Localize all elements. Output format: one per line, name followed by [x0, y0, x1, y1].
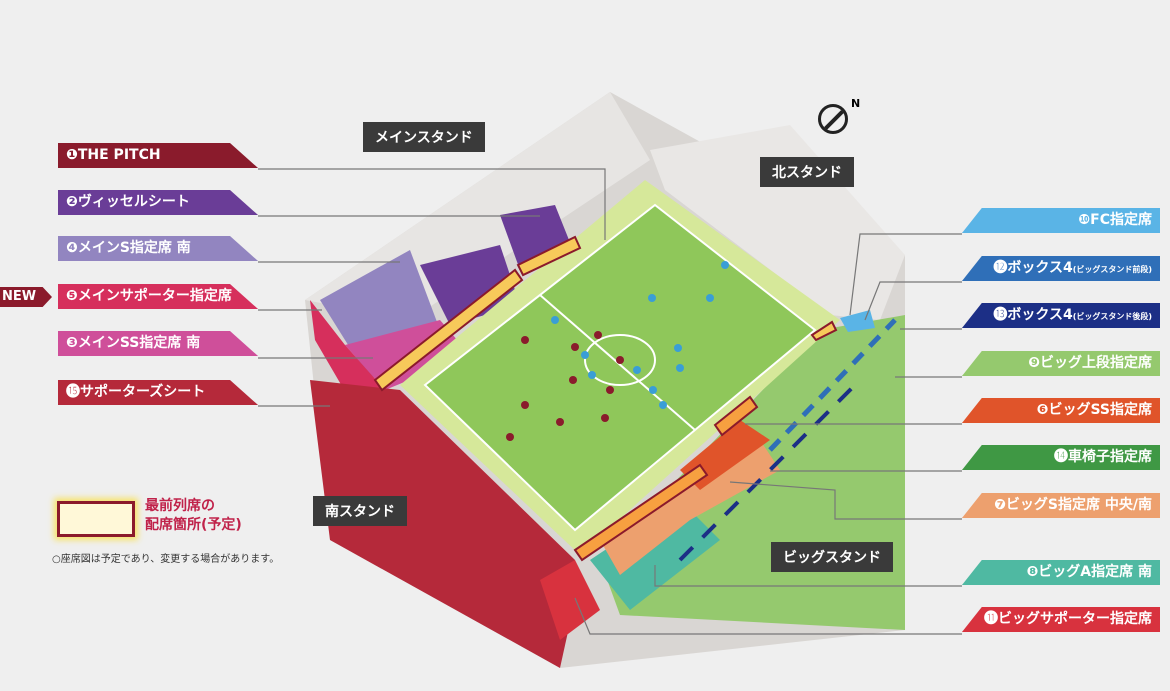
section-big-s: [600, 440, 780, 575]
front-row-highlight: [810, 320, 838, 342]
front-row-highlight: [573, 463, 709, 562]
compass-icon: N: [818, 97, 860, 134]
section-main-supporter: [310, 300, 385, 400]
legend-label-main-s-south: ❹メインS指定席 南: [58, 236, 258, 261]
compass-north-label: N: [851, 97, 861, 110]
stand-label-south: 南スタンド: [313, 496, 407, 526]
legend-label-vissel-seat: ❷ヴィッセルシート: [58, 190, 258, 215]
leader-lines: [258, 168, 962, 635]
stand-label-main: メインスタンド: [363, 122, 485, 152]
section-big-a-south: [590, 500, 720, 610]
south-stand: [310, 380, 575, 668]
section-big-supporter: [540, 560, 600, 640]
stand-label-big: ビッグスタンド: [771, 542, 893, 572]
box4-front: [768, 318, 897, 452]
north-stand: [650, 125, 905, 320]
legend-label-big-ss: ❻ビッグSS指定席: [962, 398, 1160, 423]
legend-label-box4-back: ⓭ボックス4(ビッグスタンド後段): [962, 303, 1160, 328]
legend-label-big-supporter: ⓫ビッグサポーター指定席: [962, 607, 1160, 632]
legend-label-the-pitch: ❶THE PITCH: [58, 143, 258, 168]
legend-label-fc: ❿FC指定席: [962, 208, 1160, 233]
stand-label-north: 北スタンド: [760, 157, 854, 187]
legend-label-main-ss-south: ❸メインSS指定席 南: [58, 331, 258, 356]
legend-label-wheelchair: ⓮車椅子指定席: [962, 445, 1160, 470]
front-row-highlight: [373, 268, 524, 392]
disclaimer-note: ○座席図は予定であり、変更する場合があります。: [52, 554, 280, 565]
legend-label-main-supporter: ❺メインサポーター指定席: [58, 284, 258, 309]
front-row-legend-swatch: [57, 501, 135, 537]
front-row-legend-text: 最前列席の配席箇所(予定): [145, 498, 242, 533]
legend-label-box4-front: ⓬ボックス4(ビッグスタンド前段): [962, 256, 1160, 281]
section-vissel-seat: [420, 245, 520, 325]
players-red: [506, 331, 624, 441]
legend-label-big-a-south: ❽ビッグA指定席 南: [962, 560, 1160, 585]
new-badge: NEW: [0, 287, 52, 307]
pitch: [423, 203, 817, 532]
front-row-highlight: [516, 235, 582, 277]
legend-label-big-s: ❼ビッグS指定席 中央/南: [962, 493, 1160, 518]
box4-back: [678, 378, 862, 562]
front-row-highlight: [713, 395, 759, 437]
players-blue: [551, 261, 729, 409]
legend-label-supporters-seat: ⓯サポーターズシート: [58, 380, 258, 405]
center-circle: [584, 334, 656, 386]
legend-label-big-upper: ❾ビッグ上段指定席: [962, 351, 1160, 376]
